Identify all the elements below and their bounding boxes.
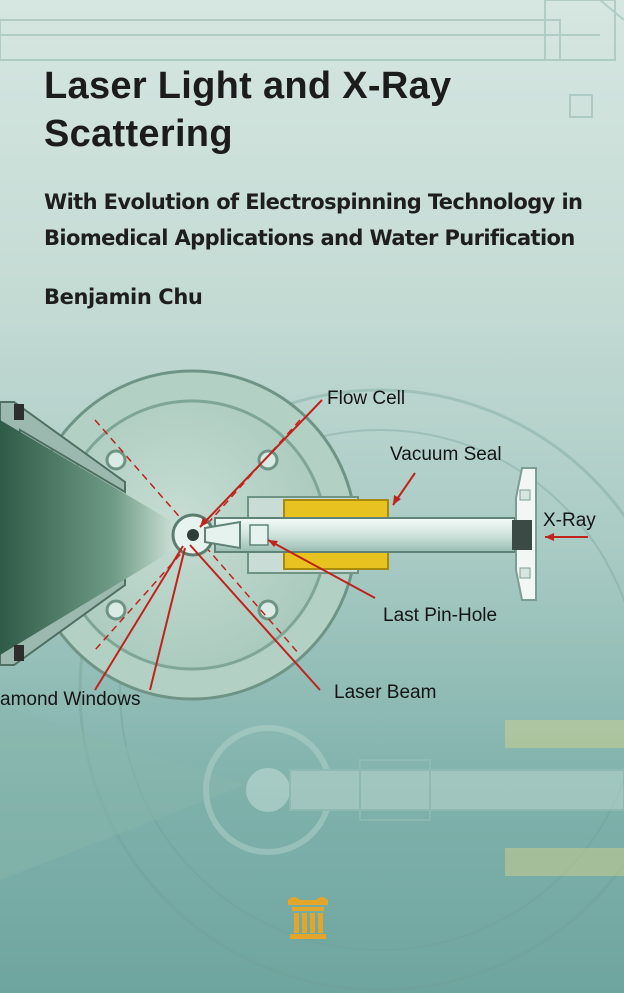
title-line-2: Scattering: [44, 113, 233, 155]
subtitle-line-1: With Evolution of Electrospinning Techno…: [44, 190, 583, 214]
book-title: Laser Light and X-Ray Scattering: [44, 62, 604, 158]
subtitle-line-2: Biomedical Applications and Water Purifi…: [44, 226, 575, 250]
pointer-lines: [94, 399, 588, 691]
label-diamond-windows: amond Windows: [0, 689, 141, 710]
label-last-pin-hole: Last Pin-Hole: [383, 605, 498, 626]
detector-cone: [0, 401, 190, 666]
label-flow-cell: Flow Cell: [327, 388, 406, 409]
label-laser-beam: Laser Beam: [334, 682, 437, 703]
author-name: Benjamin Chu: [44, 285, 203, 309]
column-pillar-icon: [288, 897, 328, 939]
label-vacuum-seal: Vacuum Seal: [390, 444, 502, 465]
mounting-holes: [105, 449, 279, 621]
book-subtitle: With Evolution of Electrospinning Techno…: [44, 184, 614, 256]
title-line-1: Laser Light and X-Ray: [44, 65, 452, 107]
label-x-ray: X-Ray: [543, 510, 596, 531]
